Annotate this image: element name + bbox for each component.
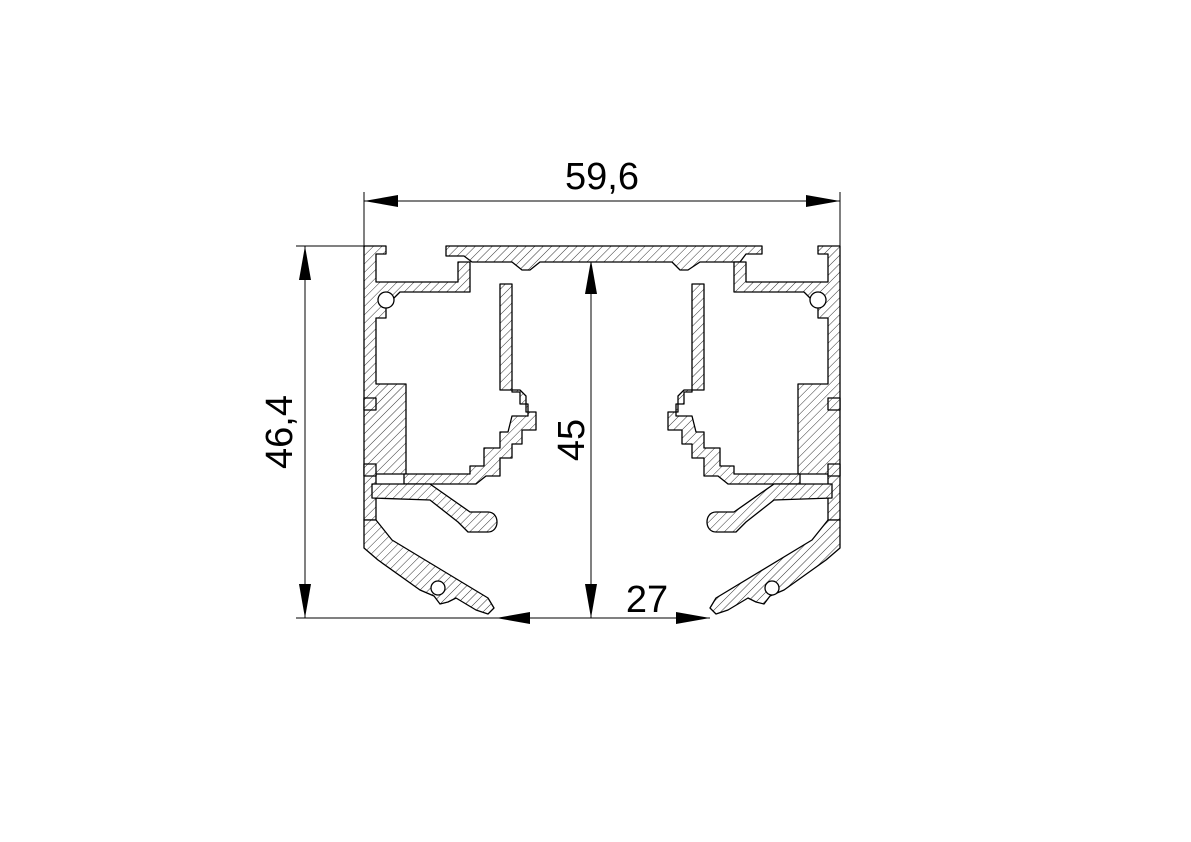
left-inner-stepped-wall [403,283,537,485]
left-screw-channel [377,291,395,309]
width-arrow-right [806,195,840,207]
inner-height-dimension: 45 [551,260,597,618]
left-lower-arm [371,483,498,533]
height-arrow-top [299,246,311,280]
height-arrow-bottom [299,584,311,618]
opening-width-dimension: 27 [496,579,710,624]
inner-height-arrow-top [585,260,597,294]
opening-arrow-right [676,612,710,624]
width-dimension: 59,6 [363,156,841,246]
width-label: 59,6 [565,156,639,198]
inner-height-label: 45 [551,419,593,461]
opening-width-label: 27 [626,579,668,621]
right-notch-lower [827,463,841,477]
right-screw-channel [809,291,827,309]
right-notch-upper [827,397,841,411]
extrusion-profile [363,245,841,615]
right-lower-arm [706,483,833,533]
top-flange [445,245,763,271]
width-arrow-left [364,195,398,207]
left-notch-upper [363,397,377,411]
left-notch-lower [363,463,377,477]
opening-arrow-left [496,612,530,624]
height-label: 46,4 [259,395,301,469]
left-lower-screw-channel [430,580,446,596]
height-dimension: 46,4 [259,245,496,619]
inner-height-arrow-bottom [585,584,597,618]
right-inner-stepped-wall [667,283,801,485]
left-lower-flange [363,519,495,615]
right-lower-screw-channel [764,580,780,596]
right-lower-flange [709,519,841,615]
